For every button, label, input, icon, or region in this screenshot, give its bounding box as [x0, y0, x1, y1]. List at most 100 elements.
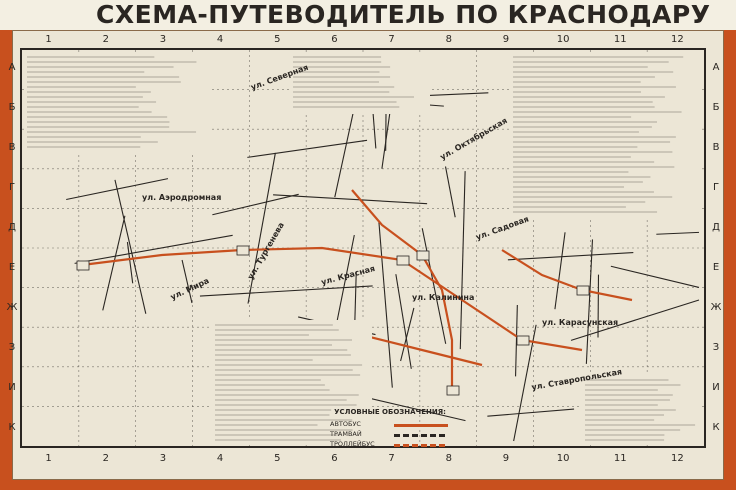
- row-label-left: В: [8, 142, 16, 153]
- street-line: [181, 259, 193, 304]
- column-label-top: 4: [216, 34, 224, 45]
- street-line: [212, 193, 299, 216]
- column-label-bottom: 9: [502, 453, 510, 464]
- column-label-top: 3: [159, 34, 167, 45]
- row-label-left: З: [8, 342, 16, 353]
- row-label-left: Ж: [6, 302, 18, 313]
- row-label-left: Е: [8, 262, 16, 273]
- bus-routes-box: [510, 52, 700, 217]
- street-line: [487, 408, 575, 417]
- route-stop-marker: [516, 335, 530, 346]
- street-line: [378, 221, 393, 388]
- street-line: [247, 139, 368, 158]
- column-label-bottom: 2: [102, 453, 109, 464]
- street-line: [515, 305, 518, 377]
- street-label: ул. Тургенева: [246, 221, 286, 281]
- column-label-top: 1: [45, 34, 52, 45]
- row-label-left: Г: [8, 182, 16, 193]
- street-line: [610, 265, 700, 289]
- street-line: [199, 285, 373, 297]
- street-line: [395, 274, 412, 369]
- row-label-right: З: [712, 342, 720, 353]
- street-line: [459, 171, 466, 350]
- legend-item-tram: ТРАМВАЙ: [330, 430, 450, 440]
- column-label-bottom: 4: [216, 453, 224, 464]
- legend-item-bus: АВТОБУС: [330, 420, 450, 430]
- row-label-right: Ж: [710, 302, 722, 313]
- street-line: [421, 228, 447, 344]
- row-label-right: И: [712, 382, 720, 393]
- row-label-left: К: [8, 422, 16, 433]
- street-line: [102, 215, 126, 311]
- column-label-bottom: 7: [388, 453, 395, 464]
- legend-item-label: ТРАМВАЙ: [330, 430, 362, 438]
- street-line: [444, 166, 456, 218]
- street-label: ул. Октябрьская: [438, 115, 509, 162]
- street-line: [656, 231, 700, 235]
- row-label-right: Г: [712, 182, 720, 193]
- column-label-top: 2: [102, 34, 109, 45]
- row-label-right: Д: [712, 222, 720, 233]
- legend-trolleybus-swatch: [394, 444, 448, 447]
- street-line: [247, 152, 276, 304]
- bus-route: [351, 189, 454, 390]
- legend-item-trolleybus: ТРОЛЛЕЙБУС: [330, 440, 450, 450]
- street-label: ул. Садовая: [475, 214, 530, 242]
- column-label-bottom: 11: [613, 453, 627, 464]
- route-stop-marker: [576, 285, 590, 296]
- street-line: [570, 299, 700, 341]
- legend-item-label: АВТОБУС: [330, 420, 361, 428]
- street-line: [554, 232, 566, 310]
- column-label-top: 9: [502, 34, 510, 45]
- street-line: [74, 234, 233, 264]
- column-label-bottom: 8: [445, 453, 452, 464]
- bus-route: [501, 249, 633, 302]
- route-stop-marker: [416, 250, 430, 261]
- row-label-right: Б: [712, 102, 720, 113]
- street-label: ул. Карасунская: [542, 318, 618, 327]
- legend-item-label: ТРОЛЛЕЙБУС: [330, 440, 375, 448]
- legend-title: УСЛОВНЫЕ ОБОЗНАЧЕНИЯ:: [334, 408, 446, 416]
- row-label-left: Б: [8, 102, 16, 113]
- route-stop-marker: [236, 245, 250, 256]
- row-label-right: В: [712, 142, 720, 153]
- route-stop-marker: [76, 260, 90, 271]
- legend-bus-swatch: [394, 424, 448, 427]
- stations-info-box: [212, 320, 372, 444]
- street-line: [273, 194, 428, 205]
- column-label-top: 6: [331, 34, 338, 45]
- row-label-left: И: [8, 382, 16, 393]
- street-line: [507, 252, 634, 261]
- column-label-bottom: 5: [274, 453, 281, 464]
- column-label-bottom: 3: [159, 453, 167, 464]
- street-line: [361, 395, 466, 422]
- street-label: ул. Калинина: [412, 293, 474, 302]
- map-legend: УСЛОВНЫЕ ОБОЗНАЧЕНИЯ: АВТОБУС ТРАМВАЙ ТР…: [330, 408, 450, 454]
- tram-routes-box: [290, 52, 430, 114]
- route-stop-marker: [446, 385, 460, 396]
- bus-route: [81, 246, 583, 352]
- map-title: СХЕМА-ПУТЕВОДИТЕЛЬ ПО КРАСНОДАРУ: [96, 0, 711, 29]
- street-line: [126, 242, 134, 284]
- column-label-top: 7: [388, 34, 395, 45]
- row-label-right: Е: [712, 262, 720, 273]
- column-label-bottom: 12: [671, 453, 684, 464]
- column-label-top: 11: [613, 34, 627, 45]
- column-label-bottom: 1: [45, 453, 52, 464]
- legend-tram-swatch: [394, 434, 448, 437]
- column-label-top: 5: [274, 34, 281, 45]
- row-label-right: К: [712, 422, 720, 433]
- street-line: [513, 324, 537, 442]
- street-label: ул. Мира: [169, 276, 211, 302]
- street-label: ул. Аэродромная: [142, 193, 221, 202]
- row-label-left: Д: [8, 222, 16, 233]
- row-label-right: А: [712, 62, 720, 73]
- info-desks-box: [582, 375, 702, 443]
- column-label-top: 12: [671, 34, 684, 45]
- title-banner: СХЕМА-ПУТЕВОДИТЕЛЬ ПО КРАСНОДАРУ: [0, 0, 736, 30]
- column-label-top: 10: [556, 34, 570, 45]
- street-line: [114, 179, 147, 314]
- column-label-top: 8: [445, 34, 452, 45]
- column-label-bottom: 6: [331, 453, 338, 464]
